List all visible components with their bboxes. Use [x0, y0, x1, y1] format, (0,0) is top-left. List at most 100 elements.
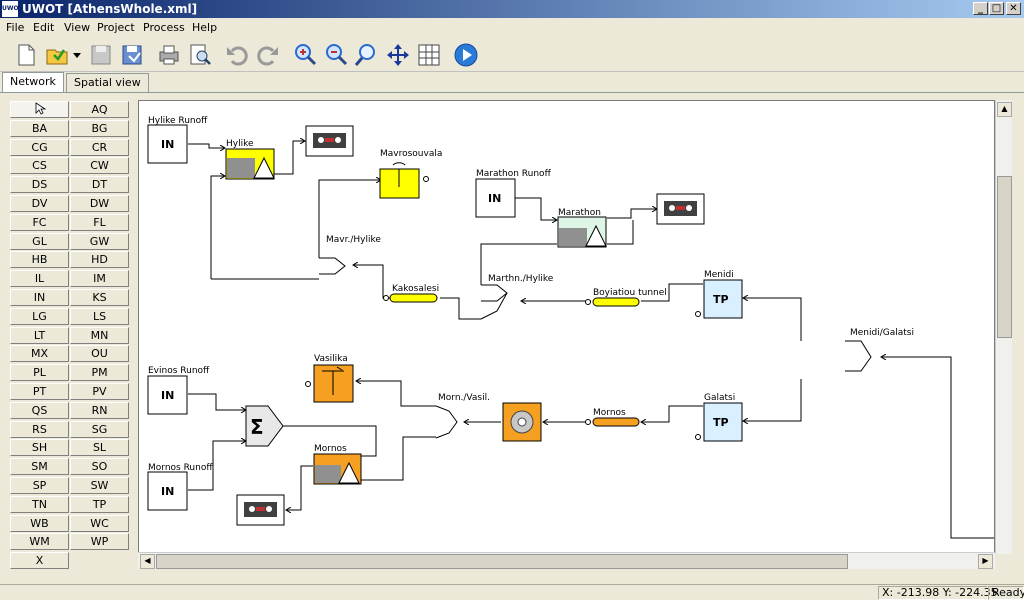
pointer-tool-button[interactable]	[10, 101, 69, 118]
scroll-up-icon[interactable]: ▲	[997, 102, 1012, 117]
zoom-fit-icon[interactable]	[354, 42, 380, 68]
palette-item-mx[interactable]: MX	[10, 345, 69, 363]
menu-view[interactable]: View	[64, 21, 91, 34]
palette-item-sw[interactable]: SW	[70, 477, 129, 494]
palette-item-rn[interactable]: RN	[70, 401, 129, 419]
menu-process[interactable]: Process	[143, 21, 185, 34]
palette-item-lg[interactable]: LG	[10, 307, 69, 325]
evinos-runoff-node[interactable]	[147, 375, 188, 415]
palette-item-ba[interactable]: BA	[10, 119, 69, 137]
palette-item-x[interactable]: X	[10, 552, 69, 570]
palette-item-so[interactable]: SO	[70, 458, 129, 476]
tab-spatial-view[interactable]: Spatial view	[66, 73, 149, 93]
palette-item-im[interactable]: IM	[70, 270, 129, 288]
morn-vasil-junction[interactable]	[435, 405, 458, 439]
palette-item-ds[interactable]: DS	[10, 176, 69, 194]
palette-item-wm[interactable]: WM	[10, 533, 69, 551]
horizontal-scroll-thumb[interactable]	[156, 554, 848, 569]
palette-item-pt[interactable]: PT	[10, 383, 69, 400]
hylike-reservoir[interactable]	[225, 148, 275, 180]
undo-icon[interactable]	[224, 42, 250, 68]
palette-item-cg[interactable]: CG	[10, 138, 69, 156]
palette-item-ks[interactable]: KS	[70, 289, 129, 306]
mornos-runoff-node[interactable]	[147, 471, 188, 511]
palette-item-fc[interactable]: FC	[10, 213, 69, 231]
palette-item-wb[interactable]: WB	[10, 514, 69, 532]
palette-item-ls[interactable]: LS	[70, 307, 129, 325]
maximize-button[interactable]: □	[989, 2, 1004, 15]
palette-item-aq[interactable]: AQ	[70, 101, 129, 118]
marathon-reservoir[interactable]	[557, 216, 607, 248]
menu-help[interactable]: Help	[192, 21, 218, 34]
print-preview-icon[interactable]	[187, 42, 213, 68]
sum-node[interactable]: Σ	[245, 405, 284, 447]
mavrosouvala-aquifer[interactable]	[379, 162, 429, 199]
mornos-reservoir[interactable]	[313, 453, 362, 485]
menu-edit[interactable]: Edit	[33, 21, 55, 34]
palette-item-cs[interactable]: CS	[10, 157, 69, 175]
palette-item-tn[interactable]: TN	[10, 495, 69, 513]
tab-network[interactable]: Network	[2, 72, 64, 93]
redo-icon[interactable]	[255, 42, 281, 68]
grid-icon[interactable]	[416, 42, 442, 68]
kakosalesi-pipe[interactable]	[383, 293, 438, 303]
save-as-icon[interactable]	[119, 42, 145, 68]
zoom-in-icon[interactable]	[292, 42, 318, 68]
palette-item-qs[interactable]: QS	[10, 401, 69, 419]
palette-item-hd[interactable]: HD	[70, 251, 129, 269]
palette-item-lt[interactable]: LT	[10, 326, 69, 344]
palette-item-sl[interactable]: SL	[70, 439, 129, 457]
menu-file[interactable]: File	[6, 21, 25, 34]
palette-item-cr[interactable]: CR	[70, 138, 129, 156]
marathon-tape-icon[interactable]	[656, 193, 705, 225]
palette-item-wp[interactable]: WP	[70, 533, 129, 551]
palette-item-ou[interactable]: OU	[70, 345, 129, 363]
vertical-scroll-thumb[interactable]	[997, 176, 1012, 338]
galatsi-tp-node[interactable]	[703, 402, 743, 442]
scroll-right-icon[interactable]: ▶	[978, 554, 993, 569]
run-icon[interactable]	[453, 42, 479, 68]
menu-project[interactable]: Project	[97, 21, 135, 34]
palette-item-gl[interactable]: GL	[10, 232, 69, 250]
save-icon[interactable]	[88, 42, 114, 68]
palette-item-sh[interactable]: SH	[10, 439, 69, 457]
mornos-pipe[interactable]	[585, 417, 640, 427]
boyiatiou-tunnel-pipe[interactable]	[585, 297, 640, 307]
palette-item-gw[interactable]: GW	[70, 232, 129, 250]
mornos-tape-icon[interactable]	[236, 494, 285, 526]
palette-item-dt[interactable]: DT	[70, 176, 129, 194]
print-icon[interactable]	[156, 42, 182, 68]
hylike-runoff-node[interactable]	[147, 124, 188, 164]
minimize-button[interactable]: _	[973, 2, 988, 15]
palette-item-rs[interactable]: RS	[10, 420, 69, 438]
palette-item-il[interactable]: IL	[10, 270, 69, 288]
mavr-hylike-junction[interactable]	[319, 257, 346, 275]
open-icon[interactable]	[44, 42, 70, 68]
palette-item-sm[interactable]: SM	[10, 458, 69, 476]
dropdown-arrow-icon[interactable]	[70, 42, 84, 68]
marthn-hylike-junction[interactable]	[480, 284, 508, 320]
palette-item-tp[interactable]: TP	[70, 495, 129, 513]
palette-item-hb[interactable]: HB	[10, 251, 69, 269]
palette-item-pm[interactable]: PM	[70, 364, 129, 382]
hylike-tape-icon[interactable]	[305, 125, 354, 157]
new-icon[interactable]	[13, 42, 39, 68]
palette-item-pl[interactable]: PL	[10, 364, 69, 382]
pan-icon[interactable]	[385, 42, 411, 68]
close-button[interactable]: ✕	[1006, 2, 1021, 15]
palette-item-cw[interactable]: CW	[70, 157, 129, 175]
palette-item-in[interactable]: IN	[10, 289, 69, 306]
pump-station-node[interactable]	[502, 402, 542, 442]
menidi-tp-node[interactable]	[703, 279, 743, 319]
palette-item-bg[interactable]: BG	[70, 119, 129, 137]
vertical-scrollbar[interactable]: ▲	[995, 100, 1012, 554]
palette-item-dv[interactable]: DV	[10, 195, 69, 212]
marathon-runoff-node[interactable]	[475, 178, 516, 218]
palette-item-dw[interactable]: DW	[70, 195, 129, 212]
zoom-out-icon[interactable]	[323, 42, 349, 68]
palette-item-wc[interactable]: WC	[70, 514, 129, 532]
palette-item-fl[interactable]: FL	[70, 213, 129, 231]
menidi-galatsi-junction[interactable]	[845, 340, 872, 372]
vasilika-aquifer[interactable]	[305, 364, 354, 403]
network-canvas[interactable]: IN Hylike Runoff IN Marathon Runoff IN E…	[138, 100, 995, 554]
